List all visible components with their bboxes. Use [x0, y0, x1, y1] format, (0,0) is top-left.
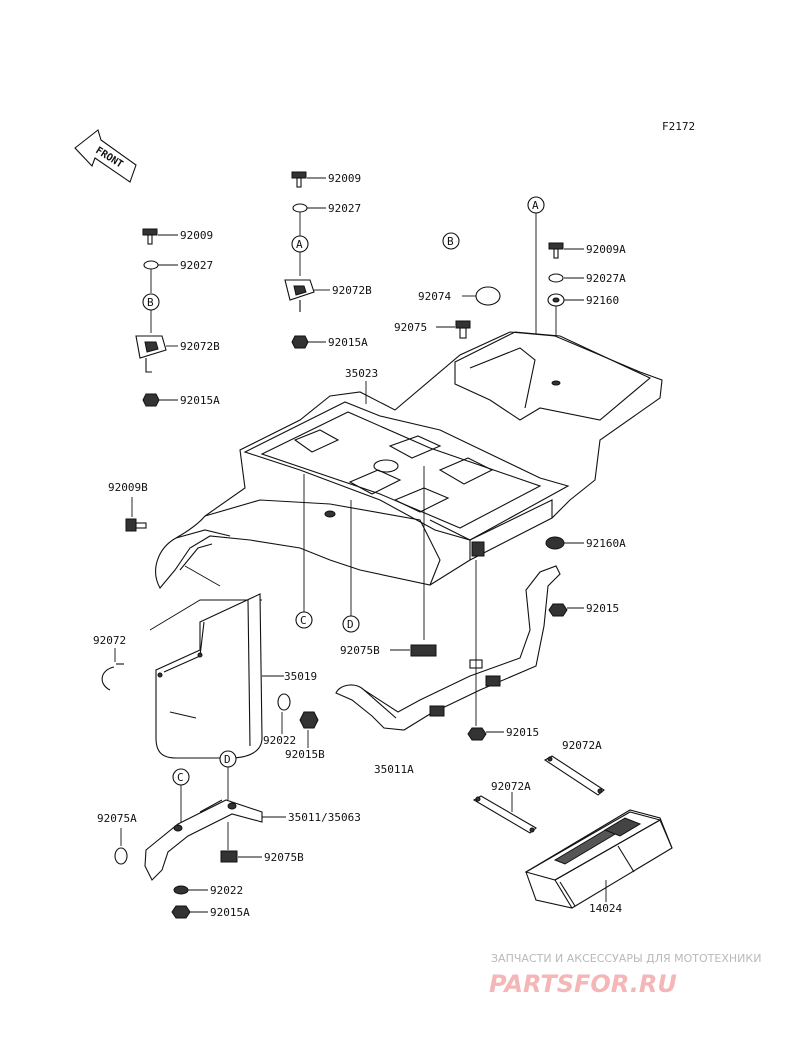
fastener-group-a: 92009 92027 A 92072B 92015A	[284, 171, 372, 349]
toolbox-pad	[524, 809, 673, 909]
label-92075b-low: 92075B	[264, 851, 304, 864]
label-92009b: 92009B	[108, 481, 148, 494]
cap-icon	[475, 286, 501, 306]
label-92015b: 92015B	[285, 748, 325, 761]
cap-icon	[114, 847, 128, 865]
label-92074: 92074	[418, 290, 451, 303]
label-35011a: 35011A	[374, 763, 414, 776]
label-92072a-right: 92072A	[562, 739, 602, 752]
label-92027a: 92027A	[586, 272, 626, 285]
label-92075: 92075	[394, 321, 427, 334]
label-92009-b: 92009	[180, 229, 213, 242]
washer-icon	[292, 203, 308, 213]
nut-icon	[467, 727, 487, 741]
washer-icon	[277, 693, 291, 711]
washer-icon	[143, 260, 159, 270]
bolt-icon	[548, 242, 564, 259]
collar-icon	[545, 536, 565, 550]
pad-icon	[410, 644, 437, 657]
strap-icon	[543, 755, 605, 796]
label-92075b-mid: 92075B	[340, 644, 380, 657]
label-92027-a: 92027	[328, 202, 361, 215]
label-92072: 92072	[93, 634, 126, 647]
fastener-group-right: 92009A 92027A 92160	[547, 242, 626, 382]
washer-icon	[548, 273, 564, 283]
pad-icon	[220, 850, 238, 863]
label-92072b-b: 92072B	[180, 340, 220, 353]
ref-circle-b-center	[442, 232, 460, 250]
nut-icon	[291, 335, 309, 349]
label-92022-mid: 92022	[263, 734, 296, 747]
bolt-icon	[291, 171, 307, 188]
grommet-icon	[455, 320, 471, 339]
label-92015a-a: 92015A	[328, 336, 368, 349]
label-92015-bottom: 92015	[506, 726, 539, 739]
ref-c-upper: C	[300, 614, 307, 627]
clip-nut-icon	[135, 335, 167, 373]
clip-nut-icon	[284, 279, 315, 312]
ref-d-upper: D	[347, 618, 354, 631]
ref-circle-c-upper	[295, 611, 313, 629]
ref-c-lower: C	[177, 771, 184, 784]
watermark-tagline: ЗАПЧАСТИ И АКСЕССУАРЫ ДЛЯ МОТОТЕХНИКИ	[491, 952, 761, 965]
front-label: FRONT	[93, 145, 124, 170]
front-arrow-icon: FRONT	[74, 129, 137, 183]
label-35011-35063: 35011/35063	[288, 811, 361, 824]
label-92075a: 92075A	[97, 812, 137, 825]
nut-icon	[142, 393, 160, 407]
label-92015a-low: 92015A	[210, 906, 250, 919]
label-35019: 35019	[284, 670, 317, 683]
fastener-group-b: 92009 92027 B 92072B 92015A	[135, 228, 220, 407]
label-14024: 14024	[589, 902, 622, 915]
ref-a-left: A	[296, 238, 303, 251]
ref-b-left: B	[147, 296, 154, 309]
label-35023: 35023	[345, 367, 378, 380]
ref-d-lower: D	[224, 753, 231, 766]
nut-icon	[299, 711, 319, 729]
watermark-brand: PARTSFOR.RU	[489, 970, 677, 998]
label-92160a: 92160A	[586, 537, 626, 550]
label-92072b-a: 92072B	[332, 284, 372, 297]
clip-icon	[101, 663, 124, 691]
strap-icon	[472, 795, 537, 834]
label-92027-b: 92027	[180, 259, 213, 272]
label-92072a-left: 92072A	[491, 780, 531, 793]
bolt-icon	[142, 228, 158, 245]
ref-circle-d-upper	[342, 615, 360, 633]
label-92022-low: 92022	[210, 884, 243, 897]
ref-b-center: B	[447, 235, 454, 248]
washer-icon	[173, 885, 189, 895]
nut-icon	[171, 905, 191, 919]
bolt-icon	[125, 518, 147, 532]
label-92015-right: 92015	[586, 602, 619, 615]
label-92160: 92160	[586, 294, 619, 307]
lower-bracket	[144, 799, 263, 881]
mud-flap	[149, 565, 263, 759]
figure-code: F2172	[662, 120, 695, 133]
label-92009a: 92009A	[586, 243, 626, 256]
label-92015a-b: 92015A	[180, 394, 220, 407]
label-92009-a: 92009	[328, 172, 361, 185]
ref-a-right: A	[532, 199, 539, 212]
rear-fender	[155, 331, 663, 589]
collar-icon	[547, 293, 565, 307]
nut-icon	[548, 603, 568, 617]
